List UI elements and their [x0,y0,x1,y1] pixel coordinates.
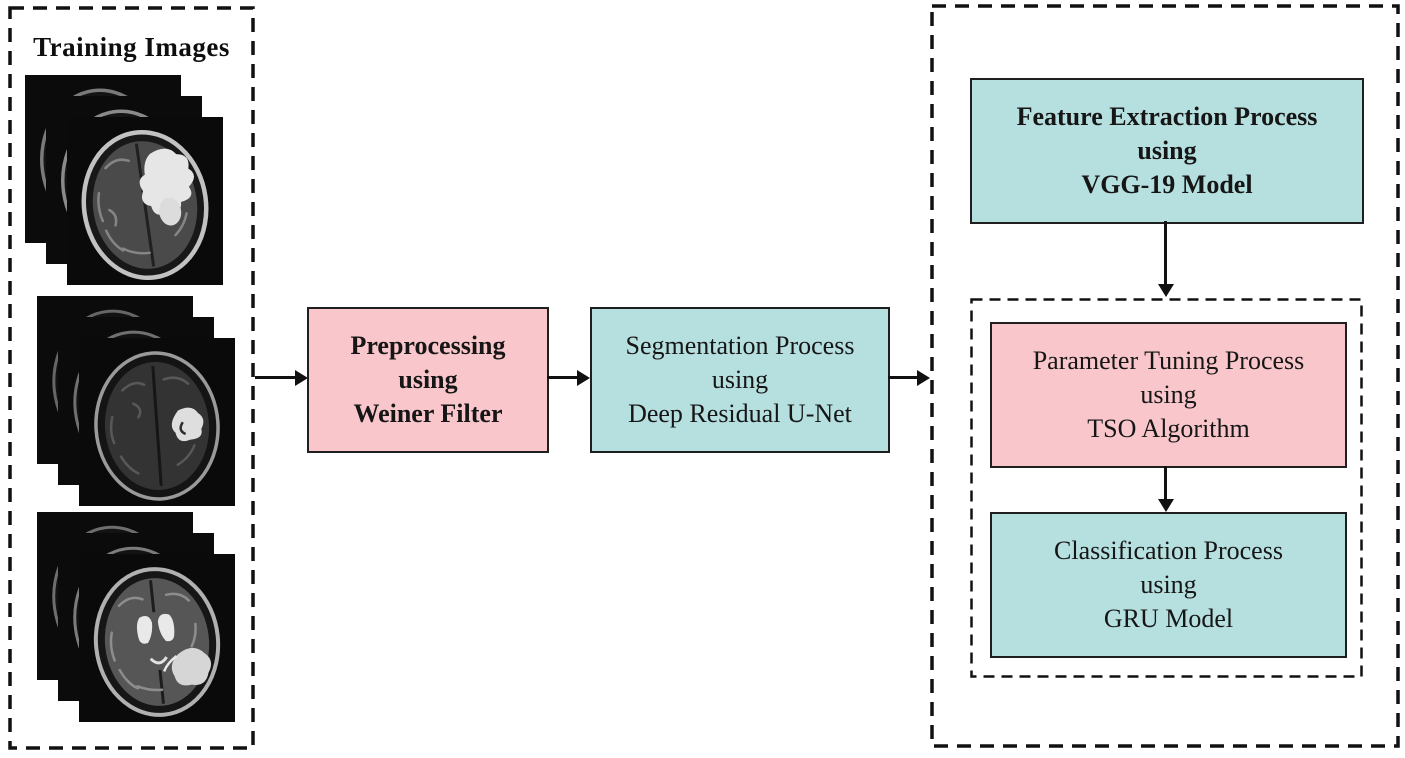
classification-line-3: GRU Model [1103,604,1234,633]
mri-slice-front-image [79,554,235,722]
segmentation-line-2: using [711,365,769,394]
arrow-tuning-to-classification [1164,466,1167,499]
segmentation-line-1: Segmentation Process [625,331,855,360]
mri-slice-front-image [67,117,223,285]
arrow-segmentation-to-right-panel [888,376,917,379]
classification-box: Classification Process using GRU Model [990,512,1347,658]
parameter-tuning-line-1: Parameter Tuning Process [1032,346,1305,375]
brain-mri-stack-3 [37,512,235,722]
feature-extraction-line-2: using [1137,136,1197,165]
segmentation-line-3: Deep Residual U-Net [628,399,852,428]
parameter-tuning-line-3: TSO Algorithm [1087,414,1250,443]
feature-extraction-box: Feature Extraction Process using VGG-19 … [970,78,1364,224]
parameter-tuning-line-2: using [1140,380,1197,409]
preprocessing-line-3: Weiner Filter [353,399,503,428]
preprocessing-line-2: using [398,365,458,394]
segmentation-box: Segmentation Process using Deep Residual… [590,307,890,453]
preprocessing-box: Preprocessing using Weiner Filter [307,307,549,453]
brain-mri-stack-1 [25,75,223,285]
feature-extraction-line-3: VGG-19 Model [1081,170,1253,199]
arrow-feature-to-tuning-group [1164,221,1167,284]
parameter-tuning-box: Parameter Tuning Process using TSO Algor… [990,322,1347,468]
preprocessing-line-1: Preprocessing [350,331,506,360]
training-images-title: Training Images [33,32,230,62]
arrow-training-to-preprocessing [255,376,295,379]
feature-extraction-line-1: Feature Extraction Process [1016,102,1318,131]
arrow-preprocessing-to-segmentation [547,376,577,379]
classification-line-2: using [1140,570,1197,599]
brain-mri-stack-2 [37,296,235,506]
mri-slice-front-image [79,338,235,506]
classification-line-1: Classification Process [1054,536,1283,565]
